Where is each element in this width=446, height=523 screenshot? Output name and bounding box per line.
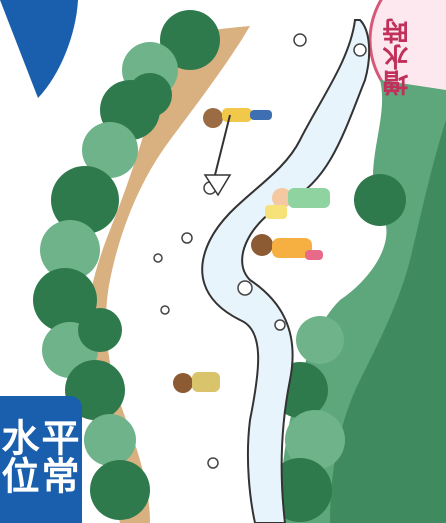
person [265, 188, 330, 219]
right-hillside-shade [330, 120, 446, 523]
person [203, 108, 272, 197]
person [251, 234, 323, 260]
badge-text-line2: 水位 [0, 418, 39, 494]
corner-label: 増水時 [383, 18, 413, 96]
left-bank [83, 26, 250, 523]
water-level-badge: 平常 水位 [0, 396, 82, 523]
person [173, 372, 220, 393]
tree-cluster [33, 10, 220, 520]
river-stones [153, 33, 367, 469]
blue-arc-decoration [0, 0, 78, 98]
badge-text-line1: 平常 [35, 418, 79, 494]
